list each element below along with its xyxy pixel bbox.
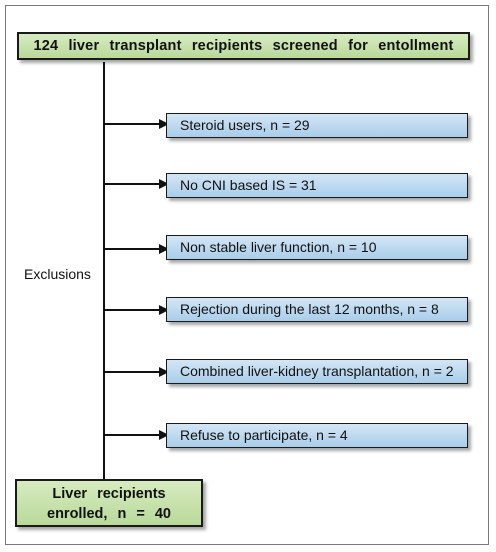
exclusion-text: No CNI based IS = 31 bbox=[180, 177, 317, 193]
exclusion-box: Combined liver-kidney transplantation, n… bbox=[166, 359, 468, 384]
exclusion-text: Non stable liver function, n = 10 bbox=[180, 239, 377, 255]
exclusion-box: No CNI based IS = 31 bbox=[166, 173, 468, 198]
exclusion-text: Refuse to participate, n = 4 bbox=[180, 427, 348, 443]
exclusion-box: Steroid users, n = 29 bbox=[166, 113, 468, 138]
exclusion-box: Refuse to participate, n = 4 bbox=[166, 423, 468, 448]
exclusion-text: Steroid users, n = 29 bbox=[180, 117, 310, 133]
exclusions-label: Exclusions bbox=[24, 266, 91, 282]
screened-box: 124 liver transplant recipients screened… bbox=[17, 32, 470, 60]
exclusion-text: Rejection during the last 12 months, n =… bbox=[180, 301, 439, 317]
screened-text: 124 liver transplant recipients screened… bbox=[33, 38, 454, 54]
diagram-frame bbox=[5, 5, 489, 545]
enrolled-line-1: Liver recipients bbox=[52, 486, 166, 502]
enrolled-line-2: enrolled, n = 40 bbox=[47, 506, 171, 522]
exclusion-box: Rejection during the last 12 months, n =… bbox=[166, 297, 468, 322]
exclusion-box: Non stable liver function, n = 10 bbox=[166, 235, 468, 260]
exclusion-text: Combined liver-kidney transplantation, n… bbox=[180, 363, 454, 379]
enrolled-box: Liver recipients enrolled, n = 40 bbox=[15, 479, 203, 527]
